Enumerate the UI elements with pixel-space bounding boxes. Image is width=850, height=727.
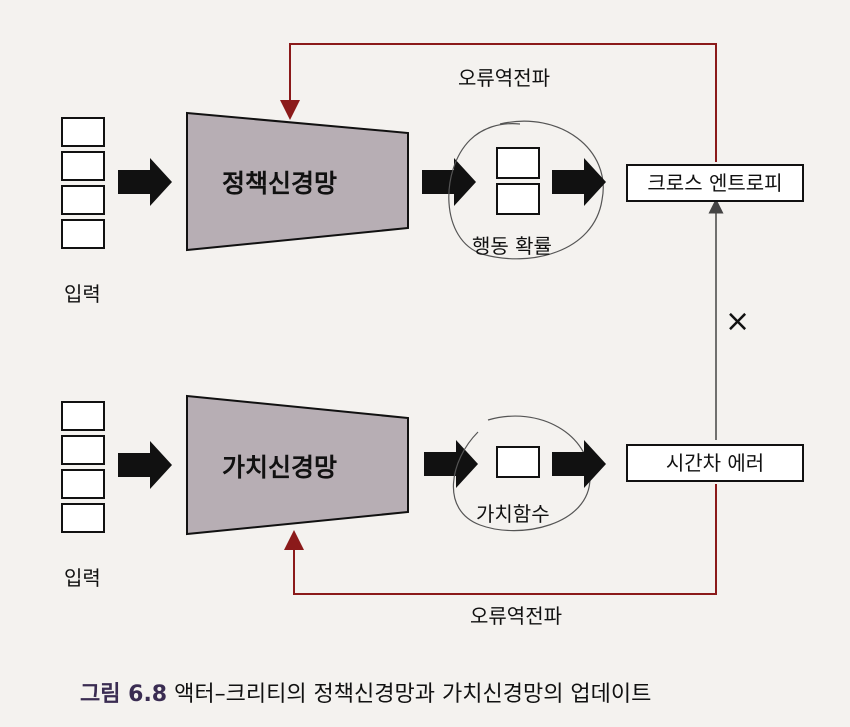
value-function-circle: [452, 415, 591, 532]
bottom-input-vector: [61, 401, 105, 533]
bottom-loss-arrow: [552, 440, 606, 488]
value-network-shape: [186, 394, 409, 536]
action-probability-vector: [496, 147, 540, 215]
bottom-output-arrow: [424, 440, 478, 488]
action-probability-circle: [448, 120, 604, 260]
top-input-vector: [61, 117, 105, 249]
value-function-label: 가치함수: [476, 502, 550, 526]
top-backprop-line: [280, 43, 717, 162]
multiply-symbol: ×: [725, 304, 751, 339]
figure-caption-text: 액터–크리티의 정책신경망과 가치신경망의 업데이트: [174, 682, 652, 707]
figure-number: 그림 6.8: [80, 682, 168, 707]
policy-network-label: 정책신경망: [222, 169, 338, 198]
value-network-label: 가치신경망: [222, 453, 338, 482]
figure-caption: 그림 6.8 액터–크리티의 정책신경망과 가치신경망의 업데이트: [80, 676, 651, 708]
top-input-label: 입력: [64, 282, 101, 306]
bottom-backprop-line: [284, 484, 717, 595]
top-input-arrow: [118, 158, 172, 206]
action-probability-label: 행동 확률: [472, 234, 552, 258]
top-output-arrow: [422, 158, 476, 206]
top-backprop-label: 오류역전파: [458, 66, 550, 90]
top-loss-arrow: [552, 158, 606, 206]
bottom-backprop-label: 오류역전파: [470, 604, 562, 628]
td-error-box: 시간차 에러: [626, 444, 804, 482]
value-function-box: [496, 446, 540, 478]
cross-entropy-box: 크로스 엔트로피: [626, 164, 804, 202]
bottom-input-arrow: [118, 441, 172, 489]
policy-network-shape: [186, 111, 409, 252]
bottom-input-label: 입력: [64, 566, 101, 590]
